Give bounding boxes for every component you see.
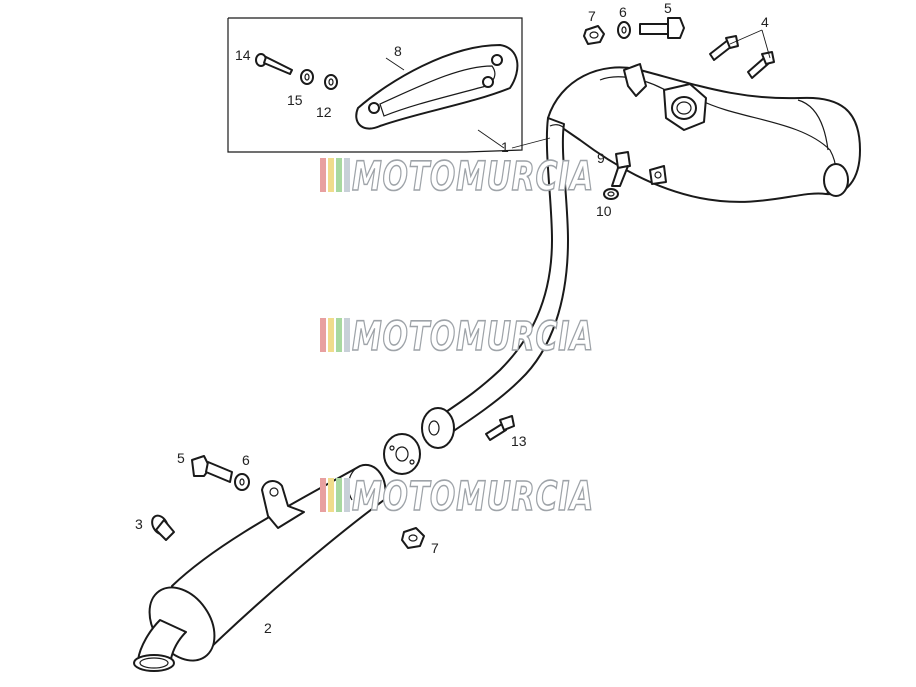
watermark-text: MOTOMURCIA	[352, 474, 594, 520]
watermark-stripe	[328, 158, 334, 192]
watermark-top: MOTOMURCIA	[320, 153, 594, 201]
nut-part-7-top	[583, 25, 605, 45]
bolt-part-13	[485, 415, 515, 441]
bolt-part-5-bottom	[191, 455, 233, 483]
watermark-stripe	[336, 478, 342, 512]
stud-part-4-b	[747, 51, 775, 79]
label-part-12: 12	[316, 104, 332, 120]
watermark-stripe	[320, 318, 326, 352]
label-part-5-top: 5	[664, 0, 672, 16]
heat-shield-part-8	[355, 44, 519, 130]
washer-part-6-top	[617, 21, 631, 39]
label-part-15: 15	[287, 92, 303, 108]
label-part-2: 2	[264, 620, 272, 636]
label-part-3: 3	[135, 516, 143, 532]
washer-part-6-bottom	[234, 473, 250, 491]
watermark-stripe	[344, 318, 350, 352]
exhaust-gasket	[383, 433, 421, 475]
label-part-7-top: 7	[588, 8, 596, 24]
screw-part-14	[255, 53, 293, 75]
heat-shield-inset	[227, 17, 523, 153]
bolt-part-5-top	[639, 17, 685, 39]
watermark-middle: MOTOMURCIA	[320, 313, 594, 361]
bolt-part-9	[611, 151, 631, 187]
watermark-stripe	[328, 318, 334, 352]
watermark-stripe	[344, 158, 350, 192]
stud-part-4-a	[709, 35, 739, 61]
label-part-4: 4	[761, 14, 769, 30]
label-part-6-top: 6	[619, 4, 627, 20]
watermark-stripe	[336, 318, 342, 352]
cap-part-3	[151, 514, 175, 541]
watermark-text: MOTOMURCIA	[352, 154, 594, 200]
label-part-6-bottom: 6	[242, 452, 250, 468]
nut-part-7-bottom	[401, 527, 425, 549]
label-part-8: 8	[394, 43, 402, 59]
label-part-1: 1	[501, 139, 509, 155]
inset-box-outline	[228, 17, 523, 153]
washer-part-15	[300, 69, 314, 85]
watermark-stripe	[320, 478, 326, 512]
watermark-bottom: MOTOMURCIA	[320, 473, 594, 521]
watermark-stripe	[320, 158, 326, 192]
washer-part-12	[324, 74, 338, 90]
watermark-text: MOTOMURCIA	[352, 314, 594, 360]
leader-lines	[385, 29, 771, 149]
label-part-14: 14	[235, 47, 251, 63]
label-part-10: 10	[596, 203, 612, 219]
watermark-stripe	[328, 478, 334, 512]
part-labels: 1 2 3 4 5 5 6 6 7 7 8 9 10 12 13 14 15	[135, 0, 769, 636]
washer-part-10	[603, 188, 619, 200]
label-part-9: 9	[597, 150, 605, 166]
label-part-7-bottom: 7	[431, 540, 439, 556]
label-part-5-bottom: 5	[177, 450, 185, 466]
label-part-13: 13	[511, 433, 527, 449]
watermark-stripe	[336, 158, 342, 192]
watermark-stripe	[344, 478, 350, 512]
exhaust-header-part-1	[421, 63, 861, 449]
inset-box-outline-left	[227, 18, 466, 153]
